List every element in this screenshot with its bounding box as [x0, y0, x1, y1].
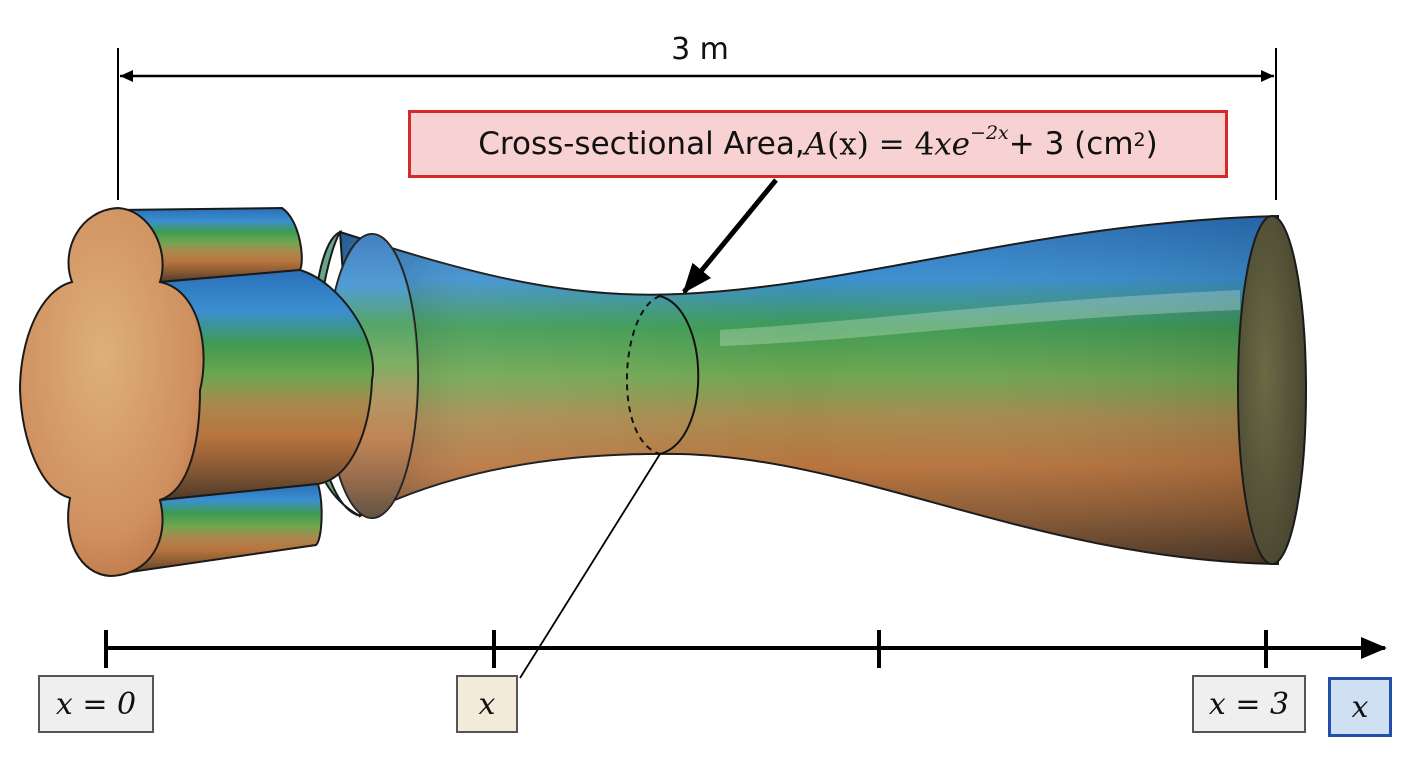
flange-end-cap	[18, 206, 205, 578]
slice-leader-line	[519, 453, 661, 679]
area-close: )	[1145, 126, 1158, 162]
area-arg: (x)	[827, 126, 869, 163]
area-formula-callout: Cross-sectional Area, A(x) = 4xe−2x + 3 …	[408, 110, 1228, 178]
pipe-highlight-streak	[720, 290, 1240, 346]
area-suffix: + 3 (cm	[1008, 126, 1134, 162]
cross-section-hidden-edge	[625, 295, 661, 455]
axis-label-start: x = 0	[38, 675, 154, 733]
axis-variable-label: x	[1328, 677, 1392, 737]
axis-label-position: x	[456, 675, 518, 733]
area-pointer-arrow	[682, 178, 778, 294]
area-exponent: −2x	[970, 121, 1009, 144]
pipe-body-shading	[340, 216, 1278, 564]
flange-bottom-body	[107, 482, 323, 577]
area-var: xe	[934, 126, 971, 163]
area-func: A	[804, 126, 828, 163]
flange-lower-body	[159, 268, 375, 502]
length-dimension-label: 3 m	[671, 32, 729, 67]
area-unit-sup: 2	[1133, 129, 1146, 151]
area-eq: = 4	[868, 126, 935, 163]
cross-section-visible-edge	[659, 295, 700, 455]
pipe-end-face	[1237, 215, 1307, 565]
area-prefix: Cross-sectional Area,	[478, 126, 805, 162]
axis-label-end: x = 3	[1192, 675, 1306, 733]
